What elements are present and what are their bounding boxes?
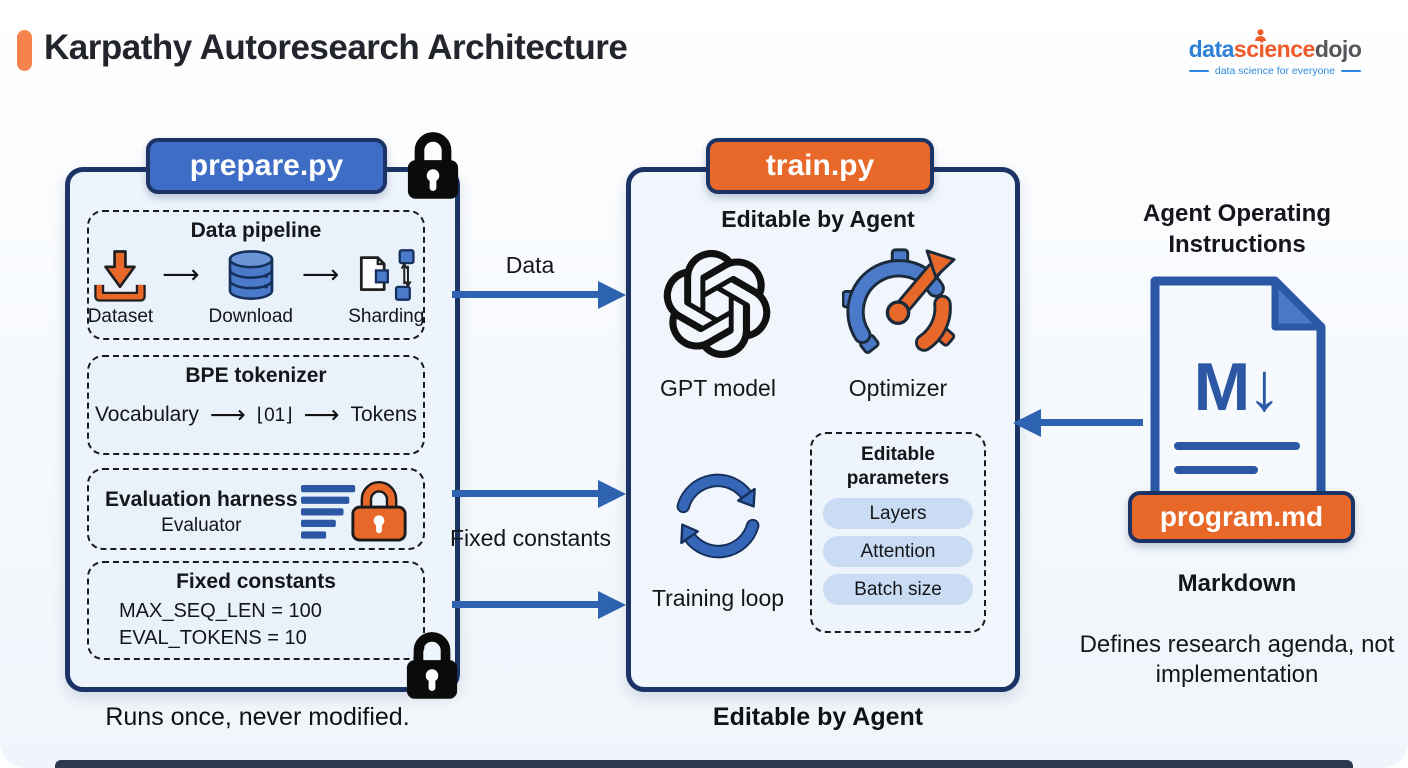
- datasciencedojo-logo: datasciencedojo data science for everyon…: [1183, 29, 1367, 77]
- download-icon: [94, 250, 147, 302]
- program-md-label: program.md: [1128, 491, 1355, 543]
- evaluation-harness-icons: [301, 479, 409, 545]
- logo-part-dojo: dojo: [1314, 36, 1362, 62]
- training-loop-icon: [676, 473, 760, 559]
- parameter-pill-batch-size: Batch size: [823, 573, 973, 605]
- database-icon: [228, 250, 274, 300]
- bpe-flow-vocabulary: Vocabulary: [94, 403, 199, 426]
- bpe-bits-icon: ⌊01⌋: [256, 404, 293, 426]
- fixed-constants-section: Fixed constants MAX_SEQ_LEN = 100 EVAL_T…: [87, 561, 425, 660]
- tagline-text: data science for everyone: [1214, 65, 1336, 77]
- fixed-constants-title: Fixed constants: [176, 570, 336, 593]
- flow-arrow-icon: ⟶: [303, 401, 340, 429]
- logo-tagline: data science for everyone: [1183, 65, 1367, 77]
- editable-parameters-box: Editable parameters Layers Attention Bat…: [810, 432, 986, 633]
- train-caption: Editable by Agent: [712, 703, 924, 731]
- constant-line: EVAL_TOKENS = 10: [119, 627, 307, 649]
- tagline-dash-left: [1188, 70, 1209, 72]
- data-pipeline-section: Data pipeline Dataset ⟶: [87, 210, 425, 340]
- evaluation-harness-text: Evaluation harness Evaluator: [105, 488, 298, 537]
- train-subtitle: Editable by Agent: [721, 206, 915, 232]
- markdown-format-label: Markdown: [1177, 570, 1297, 597]
- tagline-dash-right: [1341, 70, 1362, 72]
- parameter-pill-attention: Attention: [823, 535, 973, 567]
- pipeline-step-dataset: Dataset: [88, 246, 153, 328]
- fixed-constants-lines: MAX_SEQ_LEN = 100 EVAL_TOKENS = 10: [119, 598, 423, 652]
- title-accent-bar: [17, 30, 32, 71]
- gpt-model-icon: [663, 250, 771, 358]
- pipeline-step-download: Download: [208, 246, 293, 328]
- fixed-constants-arrow-label: Fixed constants: [449, 525, 612, 551]
- logo-text: datasciencedojo: [1183, 29, 1367, 63]
- optimizer-icon: [842, 248, 956, 354]
- train-header: train.py: [706, 138, 934, 194]
- parameter-pill-layers: Layers: [823, 497, 973, 529]
- bpe-flow-row: Vocabulary ⟶ ⌊01⌋ ⟶ Tokens: [89, 400, 423, 430]
- prepare-caption: Runs once, never modified.: [105, 703, 410, 731]
- editable-parameters-title: Editable parameters: [846, 444, 950, 489]
- lock-icon: [407, 132, 459, 199]
- lock-icon: [406, 632, 458, 699]
- optimizer-label: Optimizer: [848, 375, 948, 401]
- pipeline-step-label: Download: [208, 306, 293, 327]
- bottom-accent-bar: [55, 760, 1353, 768]
- gpt-model-label: GPT model: [660, 375, 776, 401]
- evaluation-harness-inner: Evaluation harness Evaluator: [89, 470, 423, 545]
- sharding-icon: [360, 249, 415, 301]
- bpe-title: BPE tokenizer: [185, 364, 327, 387]
- document-text-line: [1174, 442, 1300, 450]
- logo-person-icon: [1255, 29, 1266, 41]
- evaluation-harness-section: Evaluation harness Evaluator: [87, 468, 425, 550]
- fixed-constants-arrow: [452, 590, 626, 619]
- page-title: Karpathy Autoresearch Architecture: [44, 28, 628, 67]
- pipeline-step-label: Sharding: [348, 306, 425, 327]
- data-arrow: [452, 280, 626, 309]
- flow-arrow-icon: ⟶: [162, 259, 200, 289]
- markdown-to-train-arrow: [1013, 408, 1143, 437]
- data-arrow-label: Data: [505, 252, 555, 278]
- pipeline-step-sharding: Sharding: [348, 246, 424, 328]
- flow-arrow-icon: ⟶: [301, 259, 340, 289]
- data-pipeline-row: Dataset ⟶ Download ⟶: [88, 246, 424, 328]
- orange-lock-icon: [351, 481, 407, 542]
- flow-arrow-icon: ⟶: [209, 401, 246, 429]
- middle-arrow: [452, 479, 626, 508]
- evaluation-harness-title: Evaluation harness: [105, 487, 298, 511]
- constant-line: MAX_SEQ_LEN = 100: [119, 600, 322, 622]
- list-lines-icon: [301, 485, 356, 539]
- evaluator-label: Evaluator: [161, 514, 242, 536]
- prepare-header: prepare.py: [146, 138, 387, 194]
- bpe-flow-tokens: Tokens: [350, 403, 418, 426]
- data-pipeline-title: Data pipeline: [190, 219, 322, 242]
- document-text-line: [1174, 466, 1258, 474]
- agent-description: Defines research agenda, not implementat…: [1079, 631, 1395, 688]
- pipeline-step-label: Dataset: [87, 306, 154, 327]
- training-loop-label: Training loop: [651, 585, 785, 611]
- agent-instructions-heading: Agent Operating Instructions: [1142, 200, 1331, 259]
- prepare-box: Data pipeline Dataset ⟶: [65, 167, 460, 692]
- logo-part-science: science: [1233, 36, 1315, 62]
- bpe-tokenizer-section: BPE tokenizer Vocabulary ⟶ ⌊01⌋ ⟶ Tokens: [87, 355, 425, 455]
- markdown-glyph: M↓: [1193, 349, 1282, 425]
- logo-part-data: data: [1188, 36, 1235, 62]
